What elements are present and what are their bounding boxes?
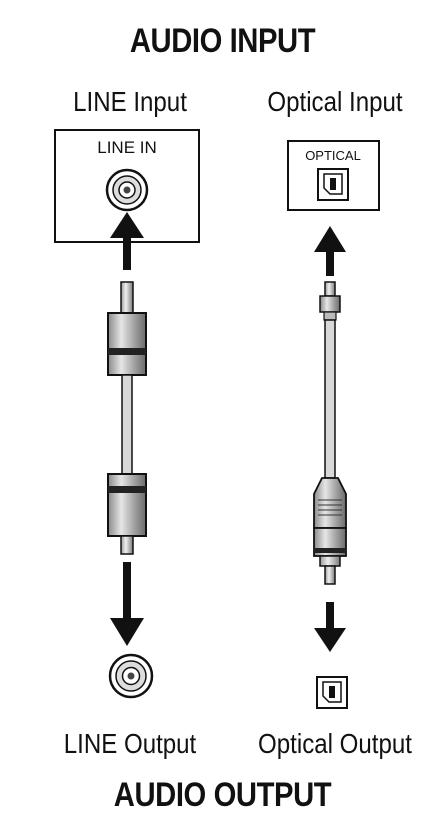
optical-cable-icon	[313, 281, 347, 585]
optical-input-label: Optical Input	[267, 86, 403, 117]
line-in-port-label: LINE IN	[97, 138, 157, 157]
audio-input-title: AUDIO INPUT	[129, 22, 316, 60]
rca-cable-icon	[107, 281, 147, 555]
optical-port-label: OPTICAL	[305, 148, 361, 163]
optical-panel: OPTICAL	[287, 140, 380, 211]
rca-jack-output-icon	[108, 653, 154, 699]
line-in-panel: LINE IN	[54, 129, 200, 243]
up-arrow-left-icon	[110, 212, 144, 270]
optical-jack-output-icon	[316, 676, 348, 709]
optical-output-label: Optical Output	[258, 728, 412, 759]
line-input-label: LINE Input	[73, 86, 187, 117]
up-arrow-right-icon	[314, 226, 346, 276]
audio-output-title: AUDIO OUTPUT	[113, 776, 332, 814]
optical-jack-input-icon	[317, 168, 349, 201]
line-output-label: LINE Output	[63, 728, 197, 759]
down-arrow-left-icon	[110, 562, 144, 646]
rca-jack-input-icon	[105, 168, 149, 212]
down-arrow-right-icon	[314, 602, 346, 652]
